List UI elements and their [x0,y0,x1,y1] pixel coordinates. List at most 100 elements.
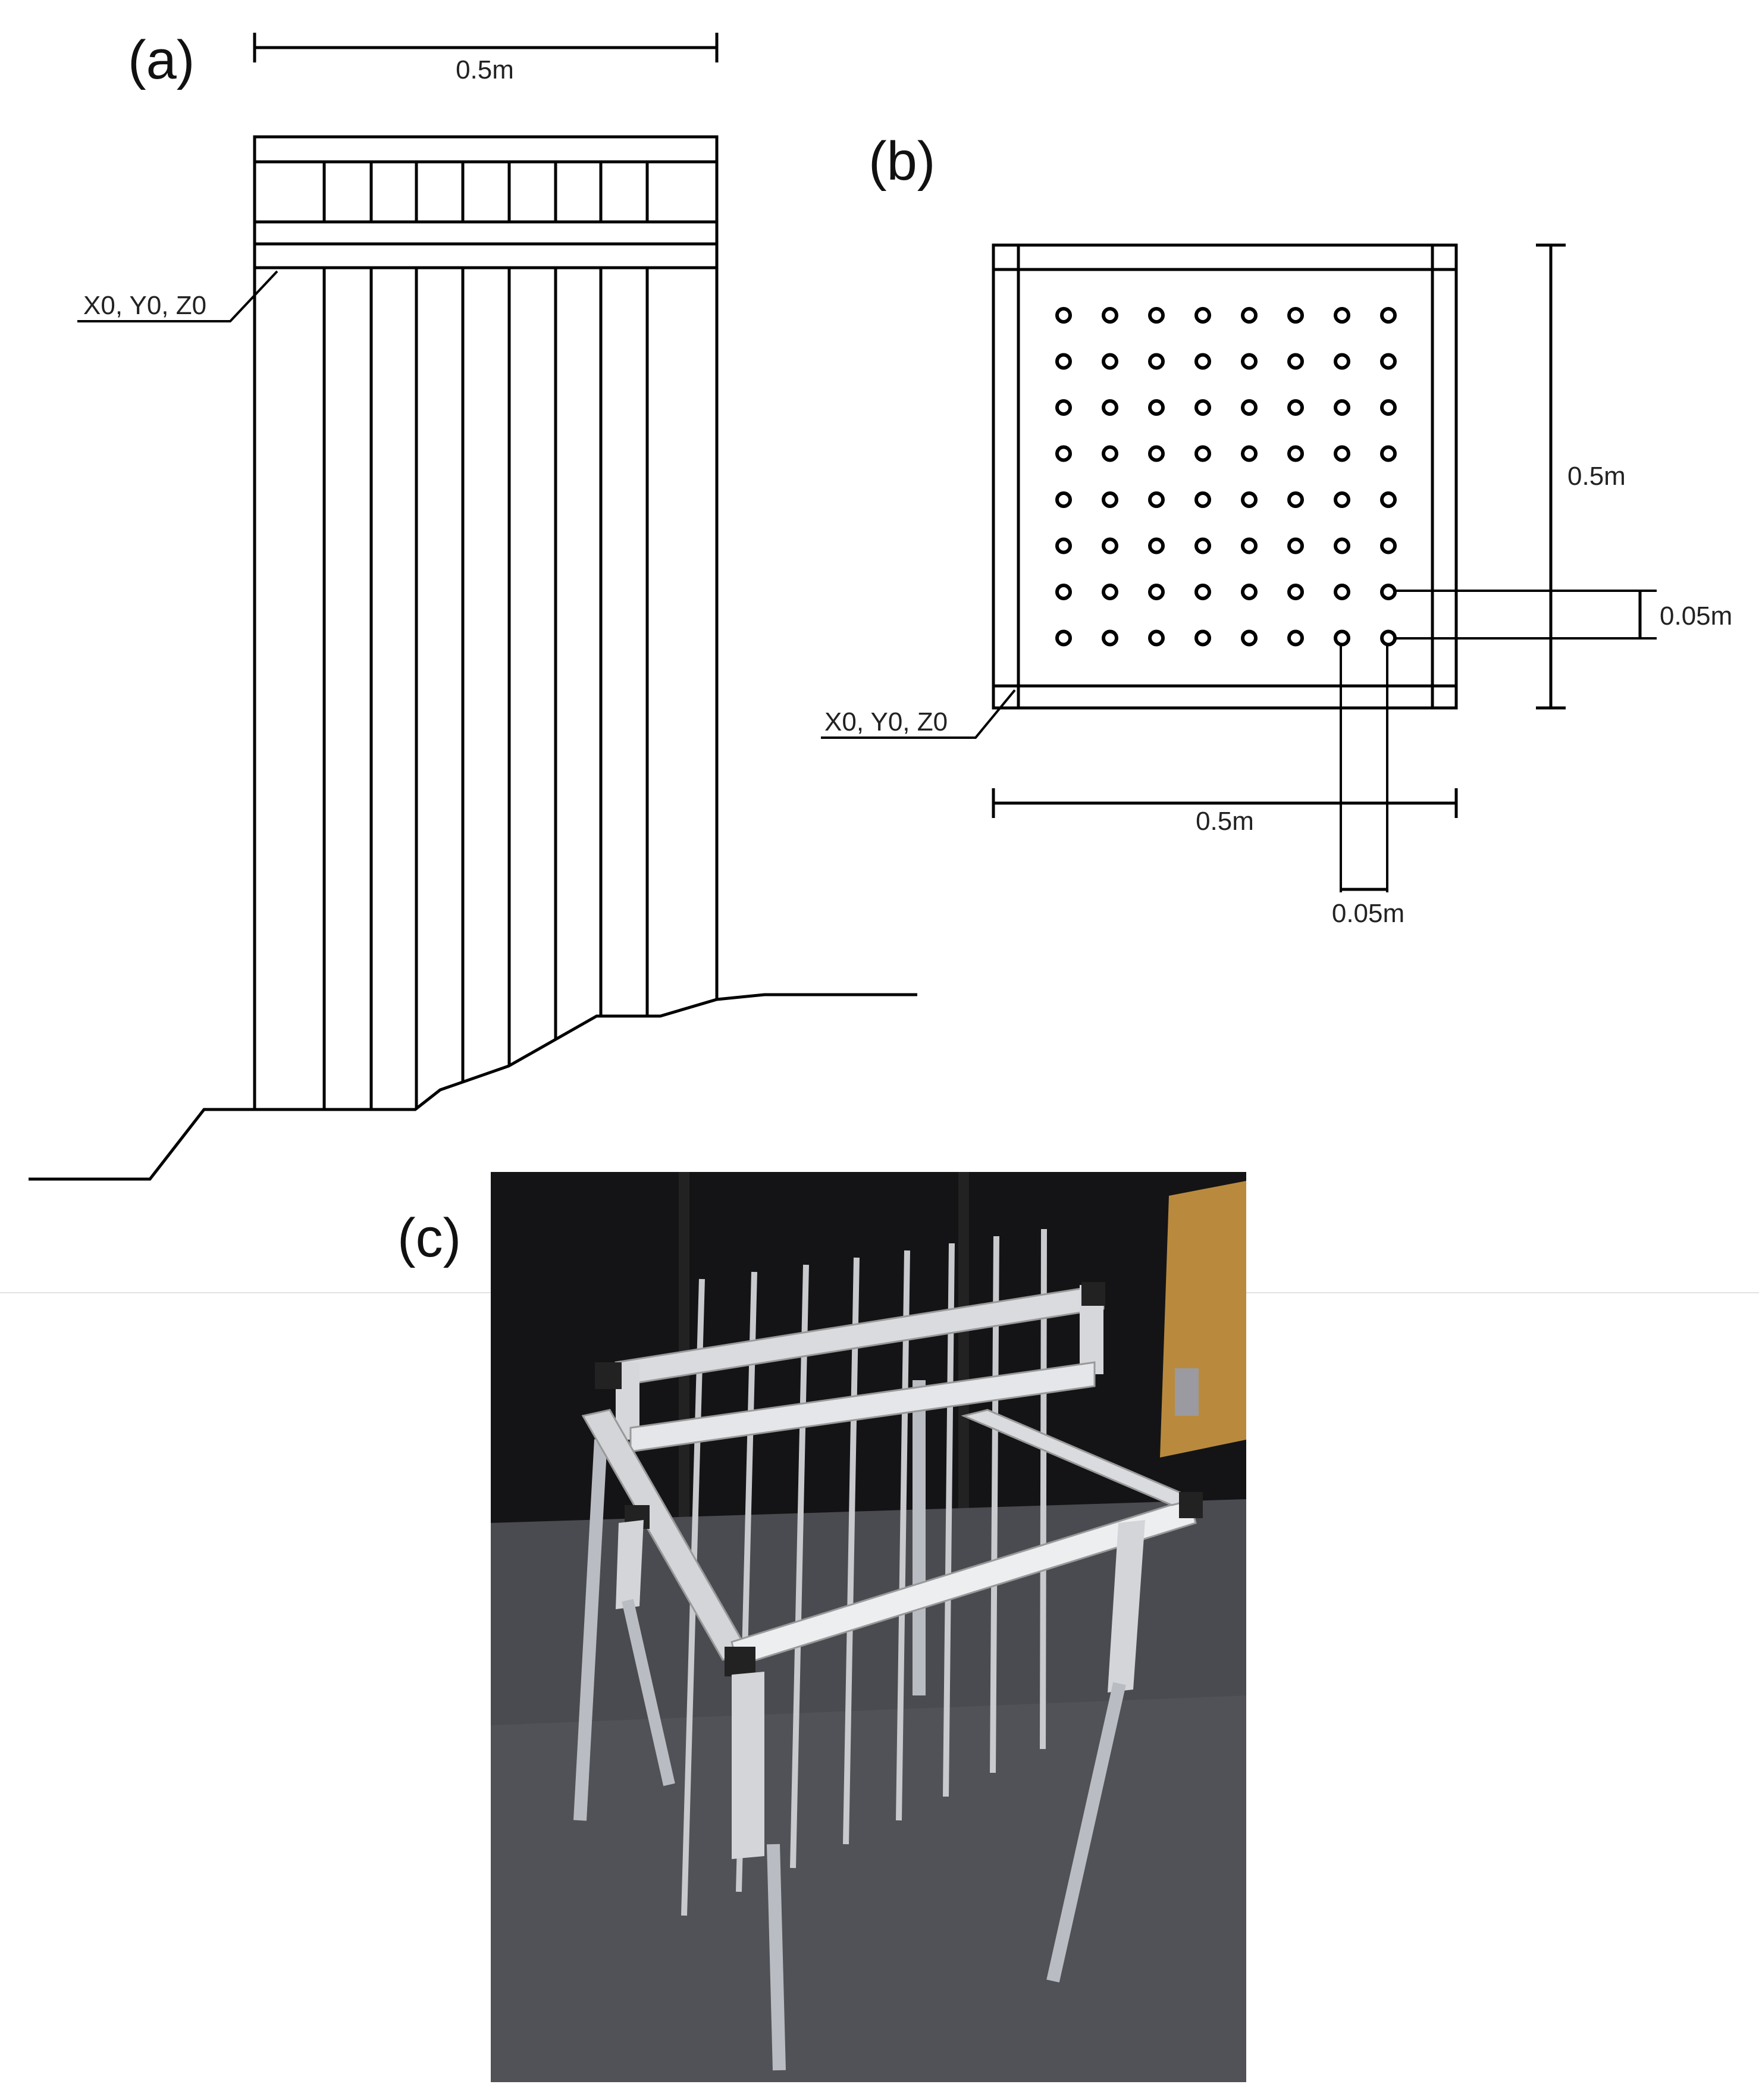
b-hole [1102,353,1118,370]
b-hole [1194,445,1211,462]
b-hole [1102,445,1118,462]
b-hole [1055,629,1072,647]
b-hole [1334,584,1350,600]
b-hole [1334,491,1350,508]
a-frame-top [253,135,719,269]
c-leg-front-right [1046,1682,1126,1983]
b-hole [1148,307,1165,324]
a-origin-label: X0, Y0, Z0 [83,291,206,320]
b-hole [1102,399,1118,416]
b-hole [1334,307,1350,324]
panel-b: (b) 0.5m 0.05m 0.5m 0.05m X0, Y0, Z0 [821,131,1732,928]
b-hole [1102,629,1118,647]
b-hole [1334,537,1350,554]
b-hole [1102,537,1118,554]
c-leg-front-left-upper [732,1672,764,1859]
b-hole [1194,537,1211,554]
b-hole [1241,353,1258,370]
panel-a: (a) 0.5m X0, Y0, Z0 [29,30,917,1181]
b-hole [1287,629,1304,647]
b-width-label: 0.5m [1196,807,1254,836]
b-hole [1055,537,1072,554]
b-hole [1241,399,1258,416]
c-floor-shade [491,1695,1246,2082]
c-corner-cap-1 [1081,1282,1105,1306]
b-hole [1055,353,1072,370]
b-hole [1148,584,1165,600]
c-leg-front-left [767,1844,786,2071]
b-hole [1241,307,1258,324]
b-hole [1380,629,1397,647]
b-hole [1148,629,1165,647]
c-leg-front-right-upper [1108,1520,1145,1692]
c-rod-6 [943,1243,955,1797]
b-hole [1194,307,1211,324]
c-leg-left-upper [616,1520,644,1609]
b-hole [1194,353,1211,370]
c-frame-middle-rail [629,1361,1096,1453]
b-hole [1148,537,1165,554]
panel-c: (c) [397,1172,1246,2082]
b-hole [1194,399,1211,416]
b-hole [1241,584,1258,600]
b-hole [1241,491,1258,508]
b-hole [1055,399,1072,416]
c-rod-4 [843,1257,860,1845]
a-origin-leader [77,270,278,322]
b-hole [1241,537,1258,554]
b-hole [1055,307,1072,324]
a-width-label: 0.5m [456,55,514,84]
b-hole [1380,584,1397,600]
b-hole [1194,584,1211,600]
b-hole [1334,629,1350,647]
b-hole [1241,445,1258,462]
c-cardboard-box [1160,1181,1246,1458]
b-hole [1287,353,1304,370]
c-photo [491,1172,1246,2082]
a-top-pins [322,162,649,222]
b-hole [1380,491,1397,508]
c-corner-cap-3 [725,1647,755,1676]
b-hole [1194,629,1211,647]
b-hole [1194,491,1211,508]
b-hole [1287,307,1304,324]
b-hole [1287,491,1304,508]
b-hole [1055,491,1072,508]
b-hole [1380,353,1397,370]
b-origin-leader [821,689,1016,739]
c-rod-5 [896,1250,910,1821]
b-hole [1148,491,1165,508]
b-height-label: 0.5m [1567,462,1626,491]
b-origin-label: X0, Y0, Z0 [824,707,948,736]
panel-a-label: (a) [128,30,195,90]
b-hole [1055,445,1072,462]
b-hole [1241,629,1258,647]
b-hole [1102,491,1118,508]
b-hole [1148,445,1165,462]
b-hole [1380,307,1397,324]
c-frame-right-post [1080,1285,1103,1374]
b-hole [1148,353,1165,370]
panel-b-label: (b) [868,131,935,192]
panel-c-label: (c) [397,1208,461,1268]
b-hspace-label: 0.05m [1332,899,1404,928]
c-leg-left [622,1598,675,1786]
b-hole [1334,399,1350,416]
b-hole [1287,537,1304,554]
b-hole [1055,584,1072,600]
b-hole [1334,445,1350,462]
b-hole [1334,353,1350,370]
b-hole [1148,399,1165,416]
c-rods [681,1228,1047,1916]
b-hole [1287,399,1304,416]
c-corner-cap-4 [1179,1492,1203,1518]
c-corner-cap-2 [595,1362,622,1389]
b-vspace-label: 0.05m [1660,601,1732,631]
c-rod-3 [790,1264,809,1869]
b-hole [1102,307,1118,324]
b-frame-outer [992,243,1458,710]
b-hole [1287,445,1304,462]
b-hole [1380,399,1397,416]
b-hole-grid [1055,307,1397,647]
